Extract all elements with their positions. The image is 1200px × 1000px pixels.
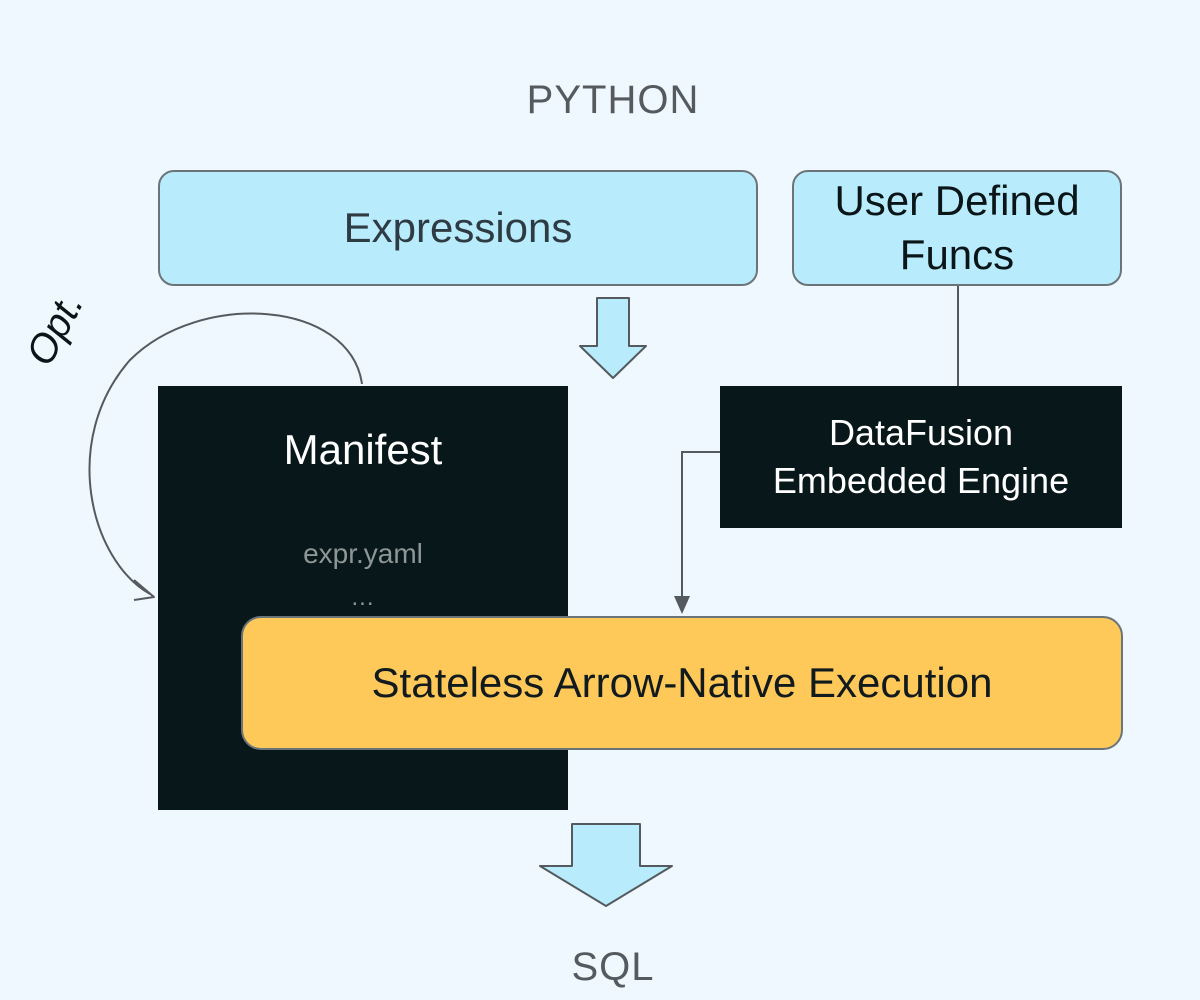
engine-label-line1: DataFusion bbox=[828, 412, 1014, 453]
engine-execution-connector bbox=[681, 451, 720, 600]
udf-label-line2: Funcs bbox=[899, 231, 1015, 278]
opt-loop-arrow bbox=[88, 312, 363, 595]
manifest-ellipsis: ... bbox=[351, 584, 375, 611]
opt-loop-arrowhead bbox=[133, 579, 155, 601]
execution-label: Stateless Arrow-Native Execution bbox=[371, 659, 993, 706]
udf-label-line1: User Defined bbox=[834, 177, 1080, 224]
down-arrow-bottom bbox=[539, 823, 673, 907]
expressions-label: Expressions bbox=[343, 204, 573, 251]
execution-box: Stateless Arrow-Native Execution bbox=[241, 616, 1123, 750]
engine-execution-arrowhead bbox=[674, 596, 690, 614]
expressions-box: Expressions bbox=[158, 170, 758, 286]
user-defined-funcs-box: User Defined Funcs bbox=[792, 170, 1122, 286]
manifest-title: Manifest bbox=[283, 426, 443, 473]
down-arrow-top bbox=[579, 297, 647, 379]
datafusion-engine-box: DataFusion Embedded Engine bbox=[720, 386, 1122, 528]
python-label: PYTHON bbox=[526, 78, 700, 122]
sql-label: SQL bbox=[571, 945, 655, 989]
engine-label-line2: Embedded Engine bbox=[772, 460, 1070, 501]
manifest-file-label: expr.yaml bbox=[303, 538, 423, 569]
